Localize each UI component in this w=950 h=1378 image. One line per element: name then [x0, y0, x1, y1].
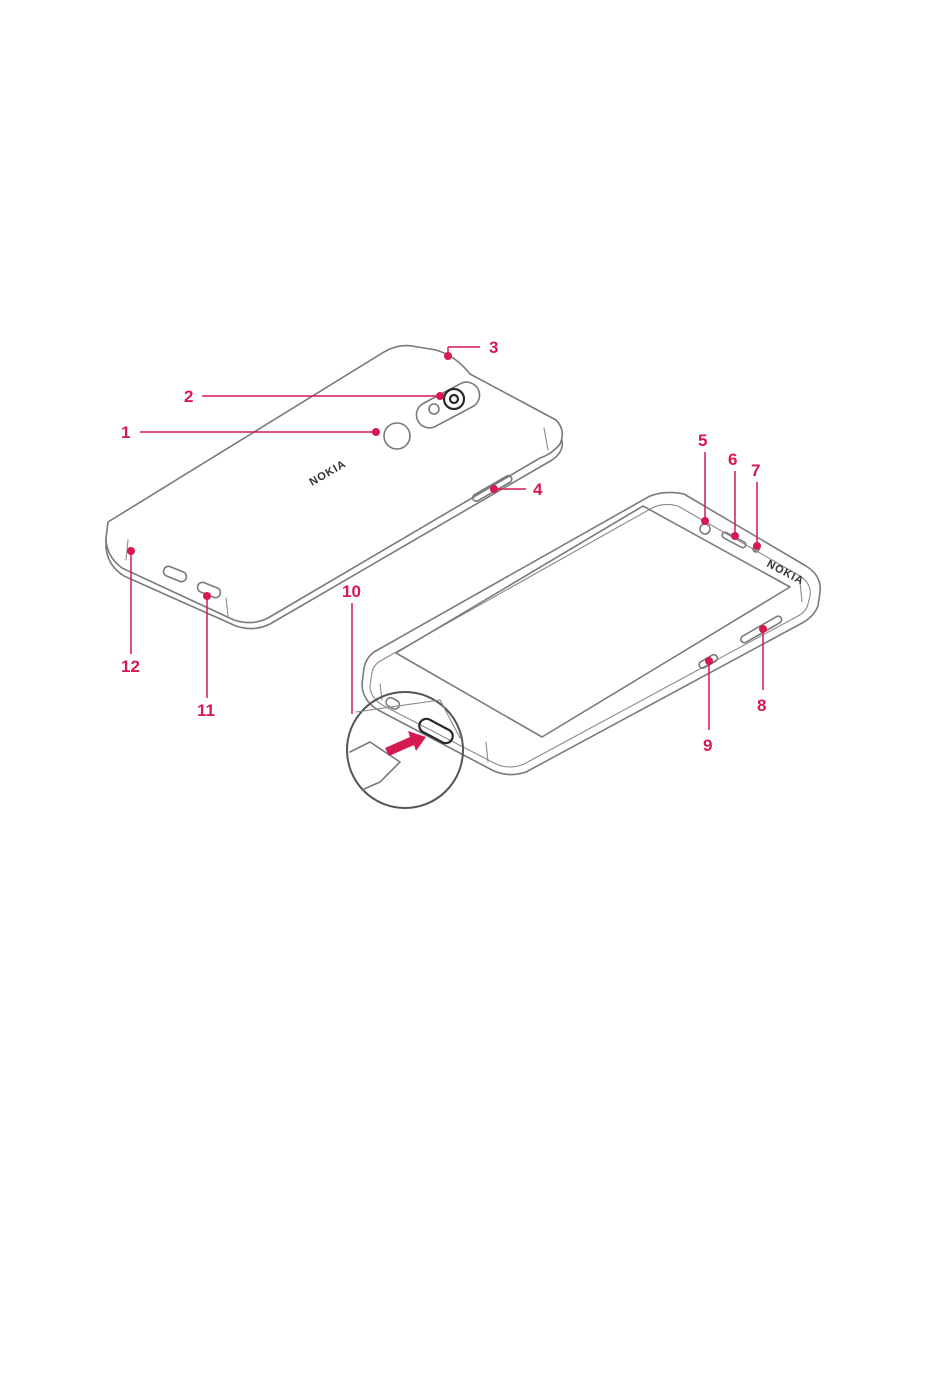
callout-2-dot	[436, 392, 444, 400]
rear-camera-module	[412, 378, 484, 433]
usb-insert-arrow-shape	[385, 731, 426, 756]
rear-camera-lens	[444, 389, 464, 409]
callout-4-number: 4	[533, 480, 543, 499]
back-view-brand-logo: NOKIA	[308, 458, 349, 489]
callout-rear-camera: 2	[184, 387, 444, 406]
callout-11-number: 11	[197, 701, 215, 720]
usb-magnifier	[347, 692, 463, 808]
callout-12-dot	[127, 547, 135, 555]
back-view-seam-right	[226, 598, 228, 616]
callout-9-number: 9	[703, 736, 712, 755]
callout-5-dot	[701, 517, 709, 525]
rear-camera-lens-inner	[450, 395, 458, 403]
fingerprint-sensor-ring	[384, 423, 410, 449]
callout-3-dot	[444, 352, 452, 360]
callout-usb-connector: 10	[342, 582, 361, 714]
callout-6-dot	[731, 532, 739, 540]
callout-fingerprint-sensor: 1	[121, 423, 380, 442]
callout-front-camera: 5	[698, 431, 709, 525]
callout-4-dot	[490, 485, 498, 493]
callout-2-number: 2	[184, 387, 193, 406]
front-camera-shape	[700, 524, 710, 534]
front-view-bottom-hole	[384, 696, 401, 711]
callout-1-dot	[372, 428, 380, 436]
back-view-seam-top	[544, 428, 548, 450]
rear-camera-flash	[429, 404, 439, 414]
callout-side-keys: 8	[757, 625, 767, 715]
callout-3-number: 3	[489, 338, 498, 357]
callout-7-number: 7	[751, 461, 760, 480]
callout-12-number: 12	[121, 657, 140, 676]
callout-6-number: 6	[728, 450, 737, 469]
usb-magnifier-circle	[347, 692, 463, 808]
callout-10-number: 10	[342, 582, 361, 601]
back-view-bottom-slot-1	[162, 565, 188, 583]
callout-8-dot	[759, 625, 767, 633]
callout-loudspeaker: 11	[197, 592, 215, 720]
callout-9-dot	[705, 657, 713, 665]
callout-7-dot	[753, 542, 761, 550]
callout-earpiece: 6	[728, 450, 739, 540]
callout-11-dot	[203, 592, 211, 600]
callout-5-number: 5	[698, 431, 707, 450]
callout-bottom-left-port: 12	[121, 547, 140, 676]
front-view-body	[362, 492, 820, 774]
callout-8-number: 8	[757, 696, 766, 715]
front-view-phone: NOKIA	[362, 492, 820, 774]
usb-insert-arrow	[385, 731, 426, 756]
callout-1-number: 1	[121, 423, 130, 442]
